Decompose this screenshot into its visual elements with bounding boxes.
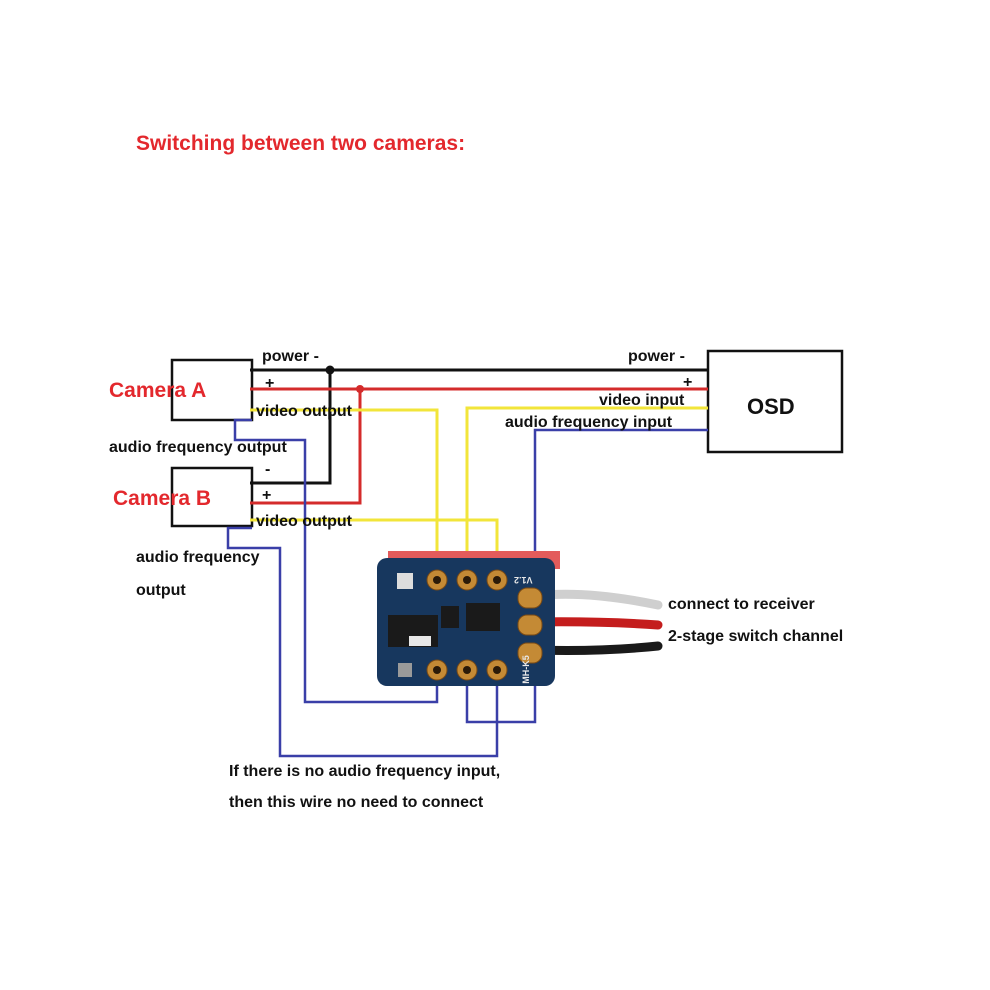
power-junction-dot	[325, 365, 335, 375]
camera-b-box	[170, 466, 254, 528]
module-pads-top	[426, 569, 508, 591]
module-bottom-hole	[398, 663, 412, 677]
module-led	[409, 636, 431, 646]
module-pad-holes	[433, 576, 501, 674]
module-chip-2	[466, 603, 500, 631]
camera-b-plus: +	[262, 487, 272, 504]
module-model-label: MH-K5	[520, 655, 531, 684]
osd-label: OSD	[747, 394, 795, 419]
receiver-label-1: connect to receiver	[668, 596, 815, 613]
camera-b-minus: -	[265, 461, 271, 478]
positive-junction-dot	[356, 385, 364, 393]
osd-box	[706, 349, 844, 454]
receiver-label-2: 2-stage switch channel	[668, 628, 844, 645]
camera-b-label: Camera B	[113, 487, 212, 510]
module-cable-pads	[517, 587, 543, 664]
video-wires	[250, 406, 708, 552]
positive-wires	[250, 387, 708, 505]
note-line-2: then this wire no need to connect	[229, 794, 484, 811]
camera-a-audio-label: audio frequency output	[109, 439, 287, 456]
osd-audio-label: audio frequency input	[505, 414, 673, 431]
osd-video-label: video input	[599, 392, 685, 409]
camera-a-box	[170, 358, 254, 422]
module-component	[441, 606, 459, 628]
osd-power-label: power -	[628, 348, 685, 365]
camera-power-label: power -	[262, 348, 319, 365]
camera-b-audio-label-1: audio frequency	[136, 549, 260, 566]
note-line-1: If there is no audio frequency input,	[229, 763, 501, 780]
module-version-label: V1.2	[514, 575, 533, 585]
camera-a-video-label: video output	[256, 403, 352, 420]
camera-a-plus: +	[265, 375, 275, 392]
camera-b-audio-label-2: output	[136, 582, 186, 599]
module-top-hole	[397, 573, 413, 589]
osd-plus: +	[683, 374, 693, 391]
audio-wires	[226, 418, 708, 758]
diagram-title: Switching between two cameras:	[136, 132, 466, 155]
camera-a-label: Camera A	[109, 379, 207, 402]
switch-module	[377, 551, 560, 686]
camera-b-video-label: video output	[256, 513, 352, 530]
